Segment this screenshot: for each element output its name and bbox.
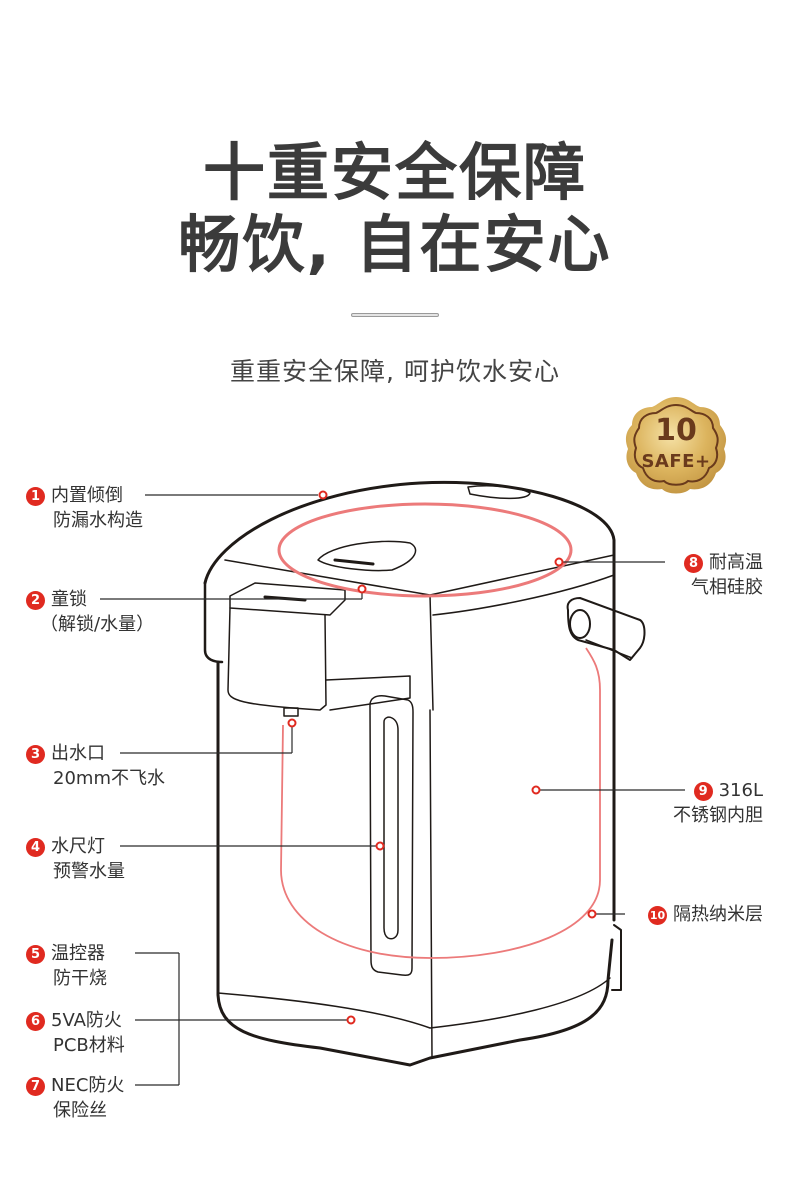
callout-number: 7 xyxy=(26,1077,45,1096)
badge-flower-icon xyxy=(625,397,727,494)
subtitle: 重重安全保障, 呵护饮水安心 xyxy=(230,357,560,386)
callout-number: 5 xyxy=(26,945,45,964)
callout-number: 3 xyxy=(26,745,45,764)
callout-number: 6 xyxy=(26,1012,45,1031)
badge-number: 10 xyxy=(655,413,697,448)
page-title-line2: 畅饮, 自在安心 xyxy=(178,208,612,281)
badge-label: SAFE+ xyxy=(641,451,711,472)
safe-badge: 10 SAFE+ xyxy=(620,393,732,497)
callout-number: 8 xyxy=(684,554,703,573)
callout-number: 1 xyxy=(26,487,45,506)
callout-number: 4 xyxy=(26,838,45,857)
page-title-line1: 十重安全保障 xyxy=(202,136,587,209)
callout-number: 9 xyxy=(693,782,713,801)
callout-number: 10 xyxy=(648,906,667,925)
callout-number: 2 xyxy=(26,591,45,610)
divider xyxy=(351,313,439,317)
